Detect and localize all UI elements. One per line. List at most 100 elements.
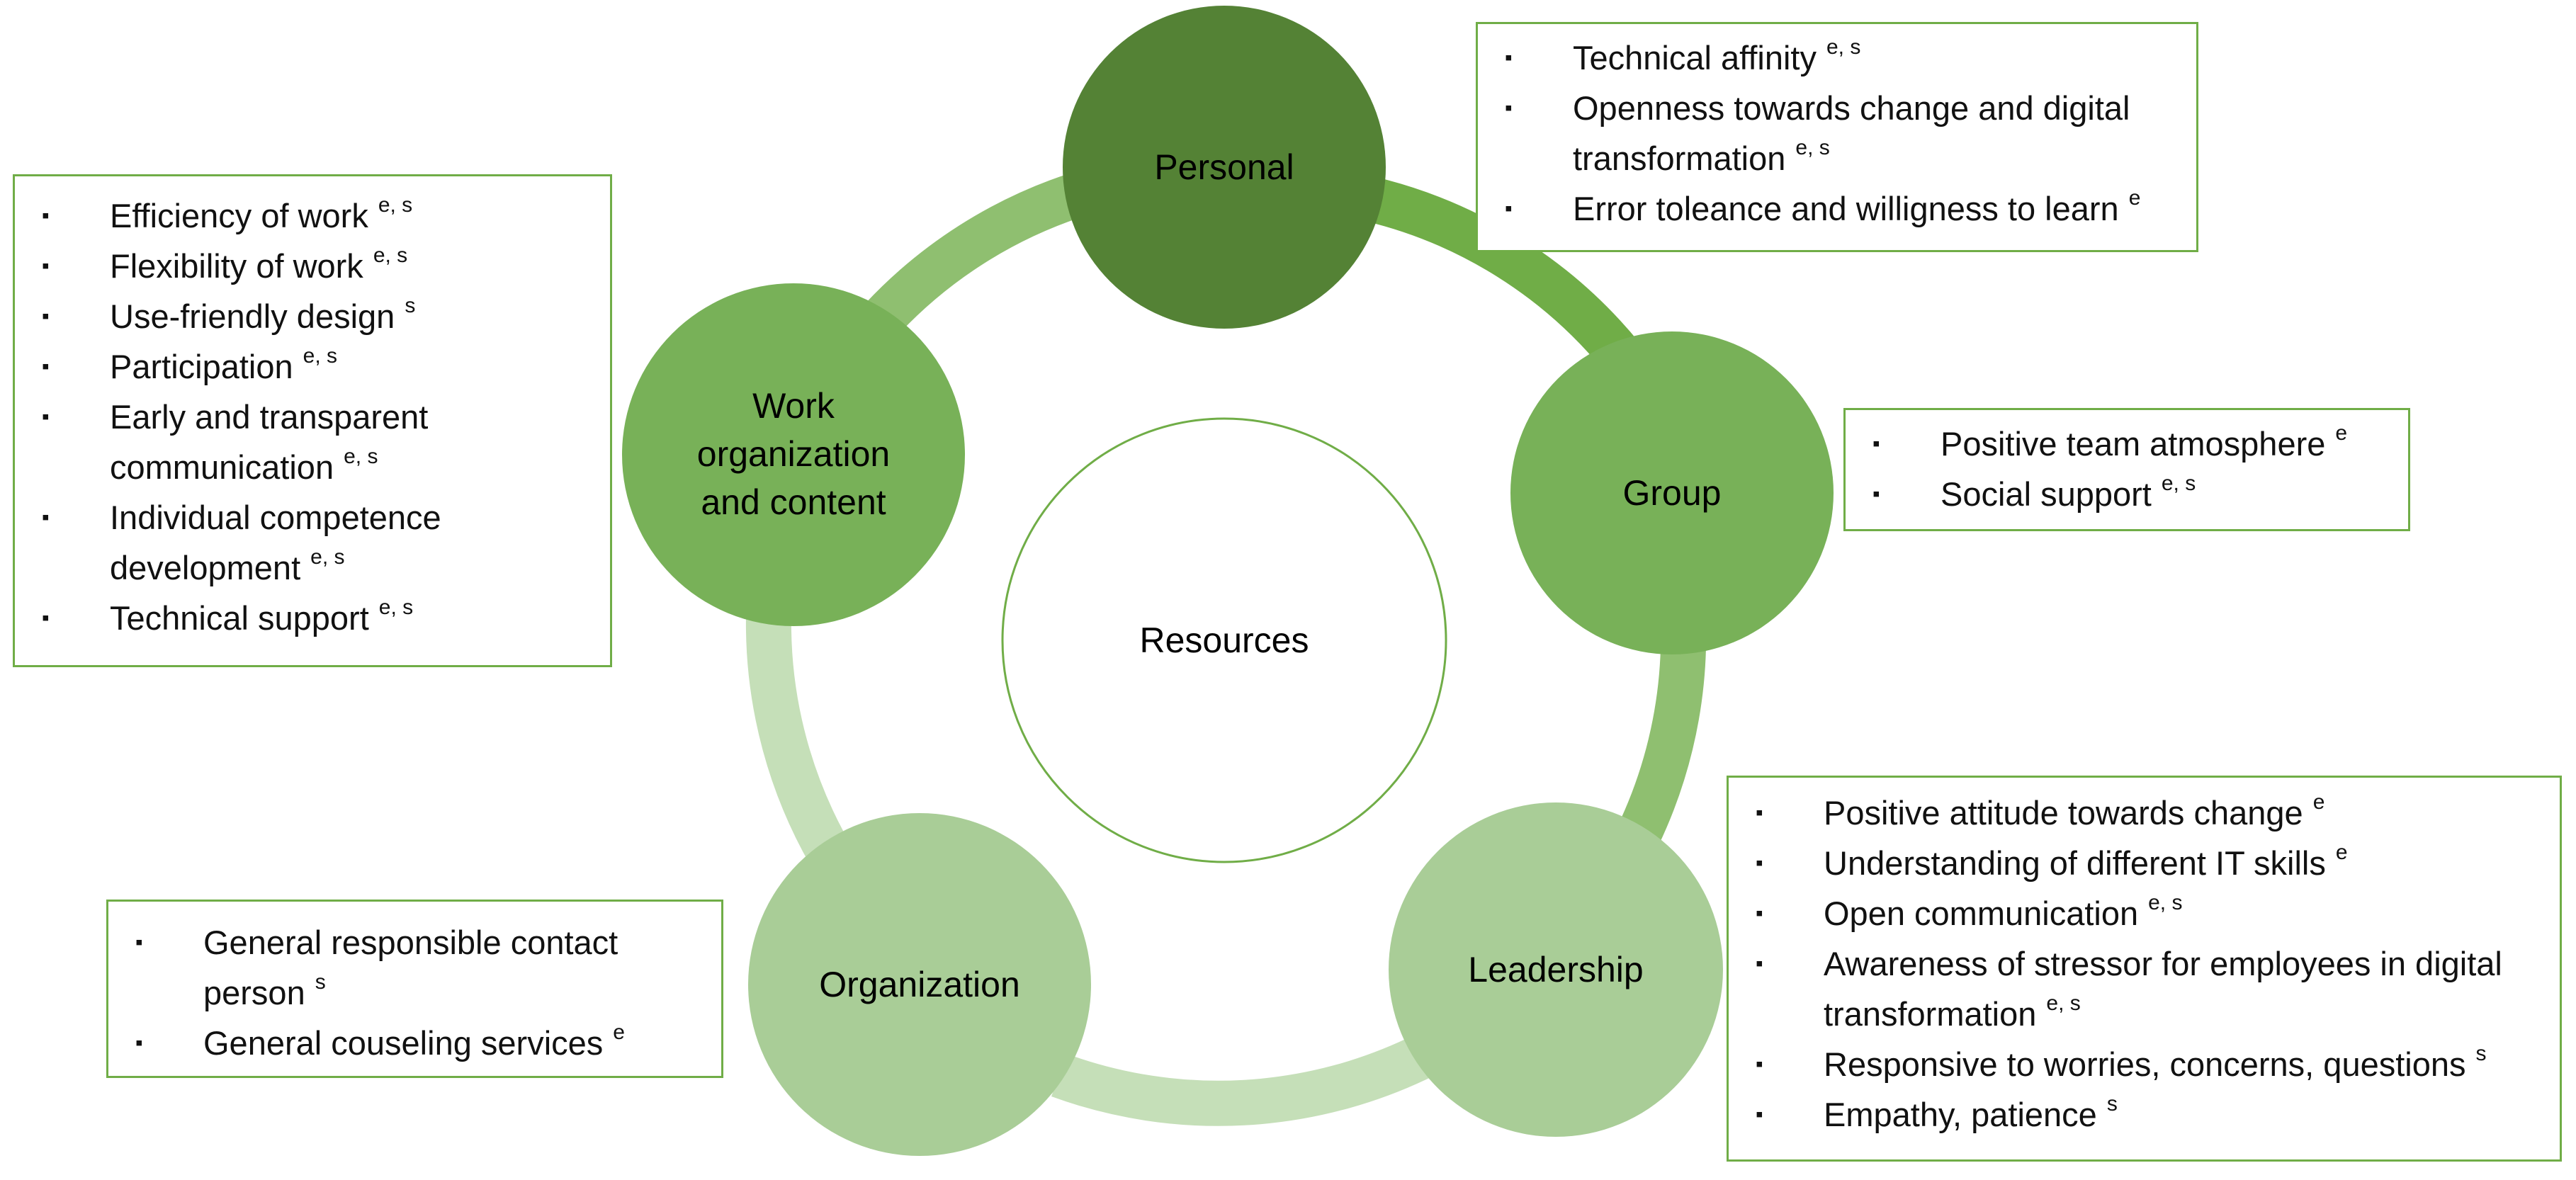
list-item-text: General responsible contact [203,924,618,961]
arc-work-personal [865,173,1085,335]
work-organization-resources-list: ▪ Efficiency of work e, s ▪ Flexibility of w… [15,191,610,643]
list-item-text: Use-friendly design [110,297,395,335]
node-group-label: Group [1623,473,1722,513]
square-bullet-icon: ▪ [42,355,50,378]
list-item-text: Technical affinity [1573,39,1817,76]
list-item-text: Open communication [1824,895,2139,932]
square-bullet-icon: ▪ [42,606,50,630]
arc-personal-group [1365,176,1640,373]
node-personal: Personal [1063,6,1386,329]
evidence-source-marker: e [2335,421,2348,445]
evidence-source-marker: e, s [378,596,414,619]
list-item-text: Error toleance and willigness to learn [1573,190,2119,227]
arc-organization-work [745,614,856,876]
evidence-source-marker: e, s [2161,472,2196,495]
list-item-text: Empathy, patience [1824,1096,2097,1133]
list-item-text: Technical support [110,599,369,637]
square-bullet-icon: ▪ [1756,851,1763,875]
evidence-source-marker: e [2128,186,2141,210]
list-item: ▪ General couseling services e [108,1018,721,1068]
node-group: Group [1510,331,1834,654]
square-bullet-icon: ▪ [1505,197,1513,220]
evidence-source-marker: e, s [310,545,345,569]
evidence-source-marker: e [613,1021,625,1044]
square-bullet-icon: ▪ [1756,801,1763,824]
node-organization-label: Organization [819,965,1020,1004]
evidence-source-marker: e, s [378,193,413,217]
work-organization-resources-box: ▪ Efficiency of work e, s ▪ Flexibility of w… [13,174,612,667]
arc-leadership-organization [1051,1035,1435,1126]
evidence-source-marker: s [405,294,416,317]
square-bullet-icon: ▪ [1756,1053,1763,1076]
list-item: ▪ Participation e, s [15,341,610,392]
list-item-text: Individual competence [110,499,441,536]
square-bullet-icon: ▪ [135,1031,143,1055]
list-item-text: Positive team atmosphere [1941,425,2326,463]
node-work-label-line-2: organization [697,434,890,474]
list-item-text: Social support [1941,475,2152,513]
list-item-text: Awareness of stressor for employees in d… [1824,945,2502,982]
node-leadership-circle [1389,802,1723,1137]
list-item-text: Responsive to worries, concerns, questio… [1824,1045,2466,1083]
list-item: ▪ Awareness of stressor for employees in … [1729,938,2560,1039]
list-item-text: Flexibility of work [110,247,363,285]
node-work-label-line-1: Work [752,386,835,426]
list-item: ▪ Social support e, s [1846,469,2408,519]
list-item: ▪ Technical support e, s [15,593,610,643]
square-bullet-icon: ▪ [42,204,50,227]
list-item-text: Participation [110,348,293,385]
square-bullet-icon: ▪ [42,506,50,529]
list-item-text: transformation [1573,140,1786,177]
node-group-circle [1510,331,1834,654]
node-organization: Organization [748,813,1091,1156]
list-item-text: transformation [1824,995,2037,1033]
evidence-source-marker: e, s [1795,136,1830,159]
list-item-text: General couseling services [203,1024,604,1062]
square-bullet-icon: ▪ [42,254,50,278]
group-resources-list: ▪ Positive team atmosphere e ▪ Social suppor… [1846,419,2408,519]
center-label: Resources [1140,620,1309,660]
list-item-text: Early and transparent [110,398,429,436]
list-item-text: Efficiency of work [110,197,368,234]
square-bullet-icon: ▪ [1872,432,1880,455]
square-bullet-icon: ▪ [1505,46,1513,69]
evidence-source-marker: e, s [2046,992,2081,1015]
list-item: ▪ Technical affinity e, s [1478,33,2196,83]
evidence-source-marker: e, s [2148,891,2183,914]
node-personal-circle [1063,6,1386,329]
list-item: ▪ Error toleance and willigness to learn e [1478,183,2196,234]
group-resources-box: ▪ Positive team atmosphere e ▪ Social suppor… [1843,408,2410,531]
list-item-text: Openness towards change and digital [1573,89,2130,127]
square-bullet-icon: ▪ [1756,952,1763,975]
arc-group-leadership [1617,647,1706,846]
evidence-source-marker: s [2106,1092,2118,1116]
node-leadership: Leadership [1389,802,1723,1137]
list-item-text: person [203,974,305,1011]
evidence-source-marker: e, s [303,344,337,368]
node-leadership-label: Leadership [1468,950,1643,989]
square-bullet-icon: ▪ [1872,482,1880,506]
evidence-source-marker: e, s [1826,35,1861,59]
list-item: ▪ Efficiency of work e, s [15,191,610,241]
list-item: ▪ Responsive to worries, concerns, questi… [1729,1039,2560,1089]
node-work-circle [622,283,965,626]
evidence-source-marker: e, s [344,445,378,468]
node-personal-label: Personal [1154,147,1294,187]
center-circle [1001,417,1447,863]
square-bullet-icon: ▪ [135,931,143,954]
list-item-text: Understanding of different IT skills [1824,844,2326,882]
list-item: ▪ Positive team atmosphere e [1846,419,2408,469]
